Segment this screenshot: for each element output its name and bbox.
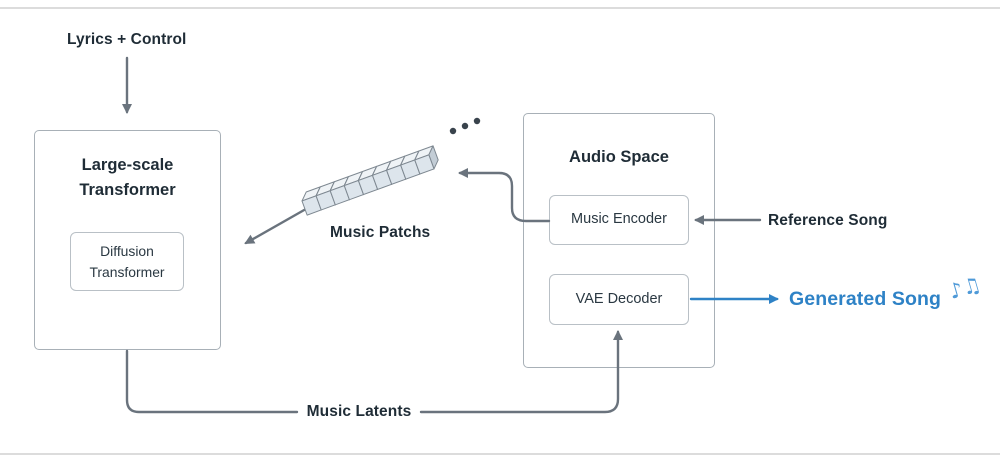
music-latents-label: Music Latents — [300, 403, 418, 421]
music-encoder-box: Music Encoder — [549, 195, 689, 245]
music-patches-label: Music Patchs — [330, 224, 431, 241]
music-encoder-label: Music Encoder — [571, 211, 667, 228]
large-scale-transformer-box: Large-scale Transformer — [34, 130, 221, 350]
lyrics-control-label: Lyrics + Control — [67, 31, 187, 48]
arrow-patches-to-transformer — [244, 199, 322, 245]
ellipsis-icon — [449, 117, 481, 135]
diffusion-transformer-label: Diffusion Transformer — [89, 243, 165, 280]
vae-decoder-box: VAE Decoder — [549, 274, 689, 325]
reference-song-label: Reference Song — [768, 212, 888, 229]
connector-music-latents-left — [125, 349, 299, 414]
transformer-box-title: Large-scale Transformer — [79, 156, 176, 199]
vae-decoder-label: VAE Decoder — [575, 290, 663, 307]
music-patches-cubes — [299, 145, 442, 216]
generated-song-label: Generated Song — [789, 288, 942, 310]
frame-top-border — [0, 7, 1000, 9]
frame-bottom-border — [0, 453, 1000, 455]
audio-space-title: Audio Space — [569, 148, 669, 166]
diffusion-transformer-box: Diffusion Transformer — [70, 232, 184, 291]
music-notes-icon: ♪♫ — [946, 272, 984, 304]
